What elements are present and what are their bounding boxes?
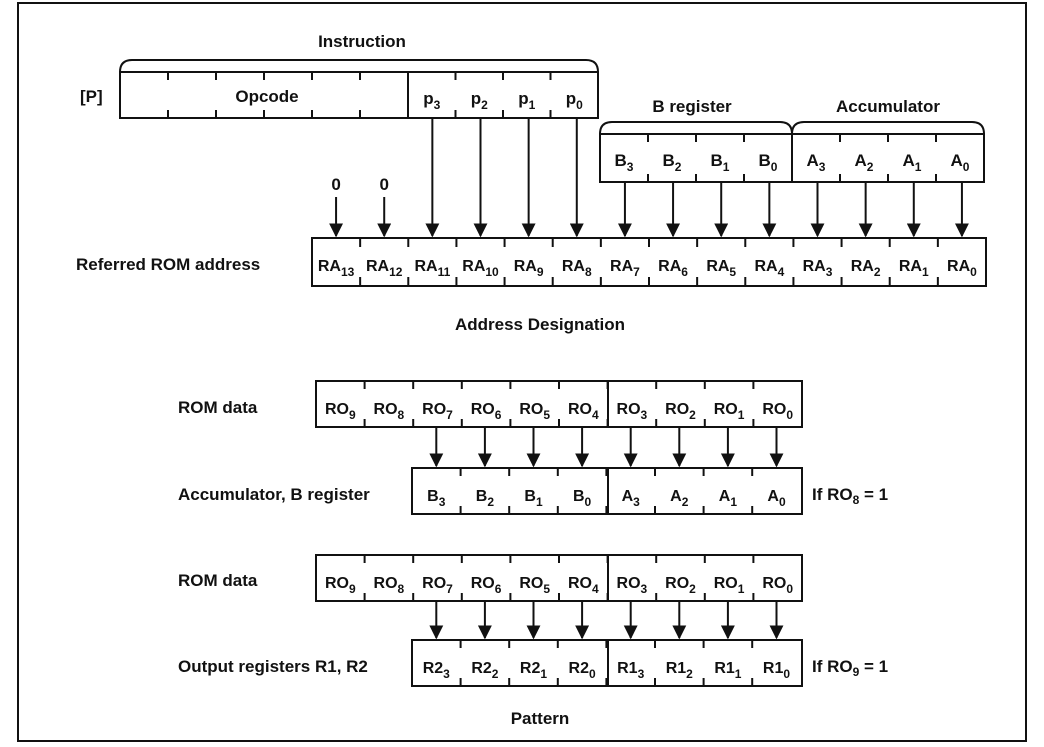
out-bit-r2-0: R20 [569,660,596,681]
ro-bit-8: RO8 [374,401,405,422]
rom-data-label-2: ROM data [178,571,258,590]
a-bit-1: A1 [903,151,922,174]
output-registers: R23 R22 R21 R20 R13 R12 R11 R10 [411,639,803,687]
ra-bit-2: RA2 [851,258,881,279]
ra-bit-4: RA4 [754,258,784,279]
condition-ro8: If RO8 = 1 [812,485,888,507]
accb-bit-b0: B0 [573,488,592,509]
a-bit-2: A2 [855,151,874,174]
instruction-brace [119,59,599,73]
ro-bit-6: RO6 [471,575,502,596]
ra-bit-1: RA1 [899,258,929,279]
ra-bit-3: RA3 [803,258,833,279]
ro-bit-6: RO6 [471,401,502,422]
zero-input: 0 [379,175,388,194]
accumulator-b-register-label: Accumulator, B register [178,485,370,504]
accb-bit-b3: B3 [427,488,446,509]
output-registers-label: Output registers R1, R2 [178,657,368,676]
ra-bit-7: RA7 [610,258,640,279]
ro-bit-5: RO5 [519,401,550,422]
ro-bit-3: RO3 [617,575,648,596]
out-bit-r1-0: R10 [763,660,790,681]
ro-bit-2: RO2 [665,575,696,596]
b-bit-1: B1 [711,151,730,174]
ra-bit-13: RA13 [318,258,355,279]
b-register-brace [599,121,793,135]
rom-address-register: RA13 RA12 RA11 RA10 RA9 RA8 RA7 RA6 RA5 RA4 RA3 RA2… [311,237,987,287]
ra-bit-8: RA8 [562,258,592,279]
accumulator-brace [791,121,985,135]
accb-bit-a1: A1 [719,488,738,509]
ro-bit-1: RO1 [714,401,745,422]
ro-bit-9: RO9 [325,401,356,422]
ro-bit-0: RO0 [762,575,793,596]
ro-bit-0: RO0 [762,401,793,422]
p-bit-0: p0 [566,89,583,112]
ra-bit-5: RA5 [706,258,736,279]
accumulator-b-register: B3 B2 B1 B0 A3 A2 A1 A0 [411,467,803,515]
accumulator-label: Accumulator [836,97,940,116]
accb-bit-a2: A2 [670,488,689,509]
out-bit-r2-1: R21 [520,660,547,681]
out-bit-r1-2: R12 [666,660,693,681]
accb-bit-b2: B2 [476,488,495,509]
instruction-label: Instruction [318,32,406,51]
accb-bit-a0: A0 [767,488,786,509]
b-bit-0: B0 [759,151,778,174]
condition-ro9: If RO9 = 1 [812,657,888,679]
out-bit-r2-3: R23 [423,660,450,681]
opcode-label: Opcode [235,87,298,106]
b-bit-3: B3 [615,151,634,174]
a-bit-0: A0 [951,151,970,174]
ra-bit-10: RA10 [462,258,499,279]
b-bit-2: B2 [663,151,682,174]
ro-bit-4: RO4 [568,401,599,422]
address-designation-caption: Address Designation [455,315,625,334]
accb-bit-b1: B1 [524,488,543,509]
ra-bit-11: RA11 [414,258,450,279]
ra-bit-12: RA12 [366,258,403,279]
a-bit-3: A3 [807,151,826,174]
rom-data-register-2: RO9 RO8 RO7 RO6 RO5 RO4 RO3 RO2 RO1 RO0 [315,554,803,602]
b-accumulator-register: B3 B2 B1 B0 A3 A2 A1 A0 [599,133,985,183]
ra-bit-0: RA0 [947,258,977,279]
ro-bit-7: RO7 [422,401,453,422]
diagram-frame [17,2,1027,742]
ro-bit-8: RO8 [374,575,405,596]
ro-bit-2: RO2 [665,401,696,422]
ro-bit-3: RO3 [617,401,648,422]
accb-bit-a3: A3 [622,488,641,509]
zero-input: 0 [331,175,340,194]
pattern-caption: Pattern [511,709,570,728]
p-bit-1: p1 [518,89,535,112]
instruction-register: Opcode p3 p2 p1 p0 [119,71,599,119]
ro-bit-7: RO7 [422,575,453,596]
rom-data-label-1: ROM data [178,398,258,417]
rom-data-register-1: RO9 RO8 RO7 RO6 RO5 RO4 RO3 RO2 RO1 RO0 [315,380,803,428]
p-bit-3: p3 [423,89,440,112]
out-bit-r1-1: R11 [714,660,741,681]
out-bit-r2-2: R22 [471,660,498,681]
p-bit-2: p2 [471,89,488,112]
b-register-label: B register [652,97,732,116]
ra-bit-9: RA9 [514,258,544,279]
ro-bit-1: RO1 [714,575,745,596]
ra-bit-6: RA6 [658,258,688,279]
ro-bit-9: RO9 [325,575,356,596]
rom-address-label: Referred ROM address [76,255,260,274]
ro-bit-4: RO4 [568,575,599,596]
ro-bit-5: RO5 [519,575,550,596]
p-bracket-label: [P] [80,87,103,106]
out-bit-r1-3: R13 [617,660,644,681]
